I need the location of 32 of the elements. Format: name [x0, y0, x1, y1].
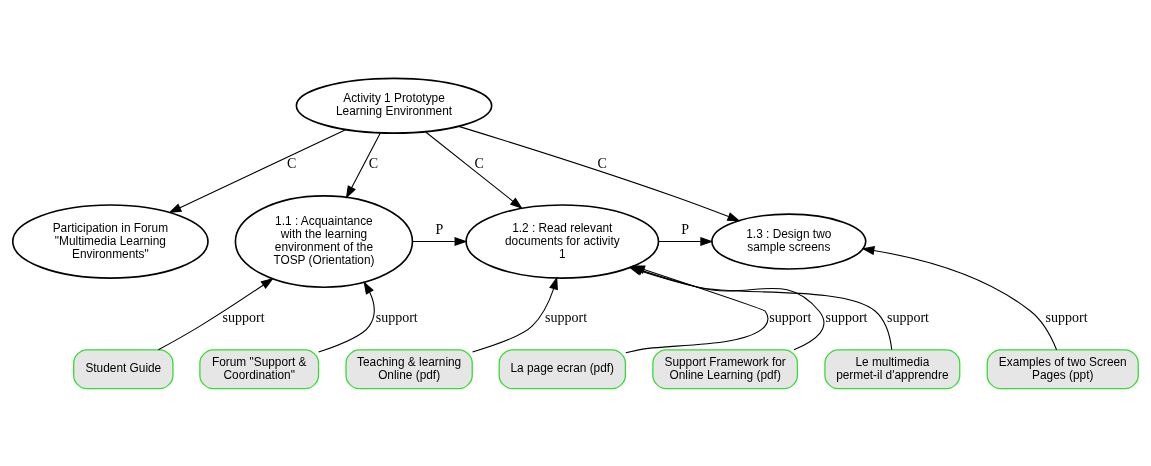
edge-label: support — [769, 309, 812, 325]
arrow — [658, 236, 714, 246]
edge-label: C — [597, 155, 607, 171]
node-box: Support Framework for Online Learning (pdf) — [652, 348, 799, 389]
edge-label: support — [222, 309, 265, 325]
edge-label: support — [825, 309, 868, 325]
arrow — [345, 132, 381, 199]
arrow — [861, 245, 1058, 350]
edge-label: support — [1045, 309, 1088, 325]
edge-label: support — [375, 309, 418, 325]
arrow — [157, 277, 274, 350]
node-box: Student Guide — [73, 348, 174, 389]
node-box: Teaching & learning Online (pdf) — [345, 348, 473, 389]
node-ellipse: 1.2 : Read relevant documents for activity 1 — [465, 203, 660, 279]
edge-label: support — [545, 309, 588, 325]
arrow — [318, 280, 375, 353]
node-box: Le multimedia permet-il d'apprendre — [824, 348, 961, 389]
arrow — [168, 128, 347, 213]
edge-label: P — [681, 221, 689, 237]
node-box: Forum "Support & Coordination" — [199, 348, 320, 389]
arrow — [458, 125, 741, 221]
edge-label: C — [368, 155, 379, 171]
edge-label: P — [435, 221, 444, 237]
node-ellipse: Activity 1 Prototype Learning Environment — [295, 77, 493, 134]
edge-label: C — [286, 155, 297, 171]
arrow — [425, 130, 523, 209]
edge-label: C — [474, 155, 484, 171]
node-box: Examples of two Screen Pages (ppt) — [986, 348, 1139, 389]
arrow — [412, 236, 468, 246]
edge-label: support — [886, 309, 930, 325]
node-box: La page ecran (pdf) — [498, 348, 627, 389]
arrow — [471, 276, 558, 352]
